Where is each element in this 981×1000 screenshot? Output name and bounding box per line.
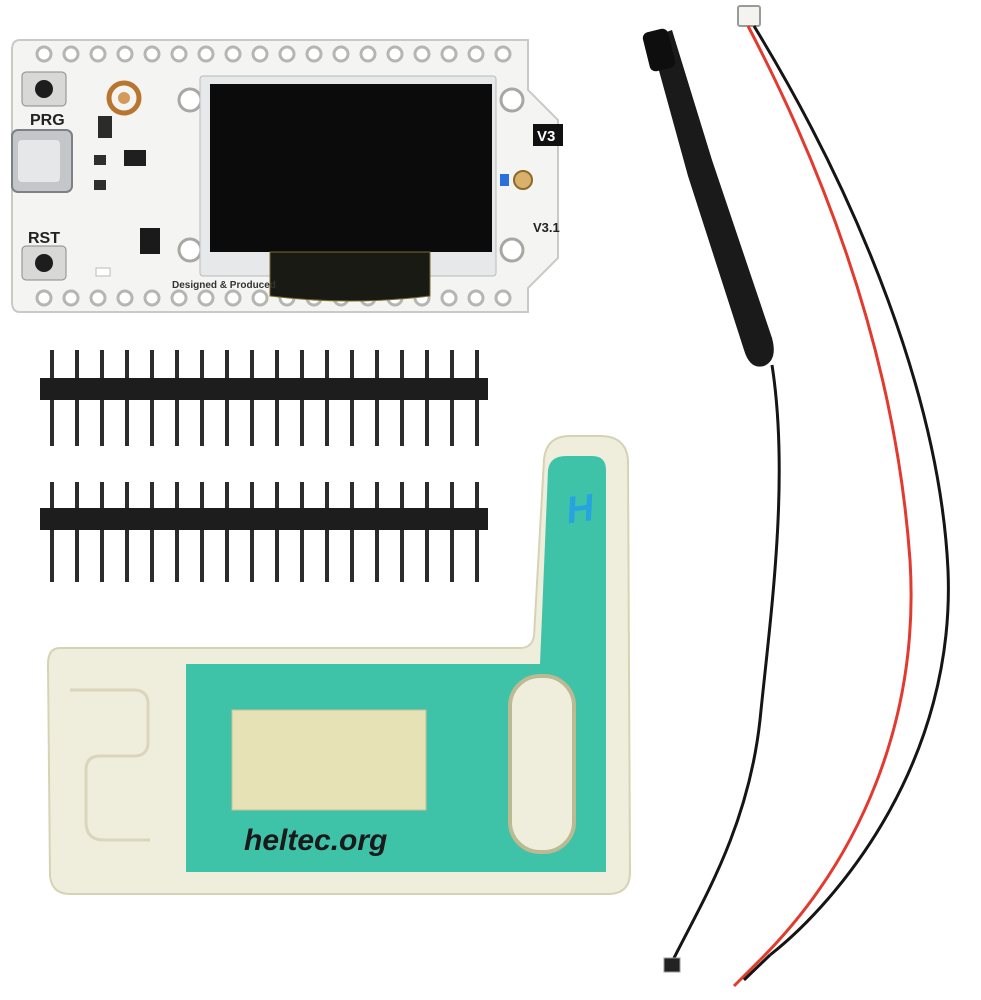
header-pin <box>375 482 379 582</box>
pcb-pin-hole <box>440 289 458 307</box>
header-pin <box>300 482 304 582</box>
pcb-pin-hole <box>251 45 269 63</box>
pcb-pin-hole <box>467 45 485 63</box>
jst-connector-icon <box>737 5 761 27</box>
mount-hole <box>177 237 203 263</box>
pcb-pin-hole <box>143 45 161 63</box>
oled-ribbon <box>269 251 431 302</box>
mount-hole <box>499 237 525 263</box>
header-pins <box>50 482 479 582</box>
header-plastic-bar <box>40 508 488 530</box>
pcb-pin-hole <box>494 45 512 63</box>
battery-lead <box>732 5 950 988</box>
oled-screen <box>210 84 492 252</box>
header-pin <box>75 482 79 582</box>
header-pin <box>475 482 479 582</box>
ufl-connector-icon <box>513 170 533 190</box>
pcb-pin-hole <box>386 45 404 63</box>
red-wire-tip <box>732 958 762 988</box>
pcb-pin-hole <box>224 289 242 307</box>
header-pin <box>175 482 179 582</box>
header-pin <box>450 482 454 582</box>
pcb-pin-hole <box>413 45 431 63</box>
pcb-pin-hole <box>116 289 134 307</box>
pcb-pin-hole <box>440 45 458 63</box>
header-pin <box>225 482 229 582</box>
header-pin <box>150 482 154 582</box>
pcb-pin-hole <box>116 45 134 63</box>
case-brand-text: heltec.org <box>244 824 387 857</box>
lora-dev-board: PRG RST V3 V3.1 Designed <box>11 39 563 313</box>
coil-antenna-icon <box>106 80 142 116</box>
rst-button-cap-icon <box>35 254 53 272</box>
header-pin <box>250 482 254 582</box>
pcb-pin-hole <box>197 45 215 63</box>
pcb-pin-hole <box>62 289 80 307</box>
header-pin <box>125 482 129 582</box>
pcb-pin-hole <box>359 45 377 63</box>
pcb-pin-hole <box>35 45 53 63</box>
ufl-plug-icon <box>663 957 681 973</box>
black-wire-tip <box>742 953 772 982</box>
header-plastic-bar <box>40 378 488 400</box>
header-pin <box>100 482 104 582</box>
pin-header-strip-top <box>40 350 488 446</box>
status-led-icon <box>95 267 111 277</box>
pcb-pin-hole <box>251 289 269 307</box>
antenna-assembly <box>642 28 781 973</box>
header-pin <box>350 482 354 582</box>
mount-hole <box>177 87 203 113</box>
mount-hole <box>499 87 525 113</box>
pcb-pin-hole <box>278 45 296 63</box>
prg-button-cap-icon <box>35 80 53 98</box>
smd-chip <box>94 180 106 190</box>
pcb-pin-hole <box>332 45 350 63</box>
pcb-pin-hole <box>170 289 188 307</box>
pcb-pin-hole <box>224 45 242 63</box>
usb-c-slot <box>18 140 60 182</box>
smd-chip <box>140 228 160 254</box>
header-pin <box>425 482 429 582</box>
pcb-pin-hole <box>62 45 80 63</box>
case-window <box>231 709 427 811</box>
antenna-tip-icon <box>642 28 676 72</box>
rst-label: RST <box>28 230 60 247</box>
smd-chip <box>98 116 112 138</box>
red-wire <box>746 25 913 962</box>
smd-chip <box>94 155 106 165</box>
smd-chip <box>124 150 146 166</box>
version-badge-text: V3 <box>537 128 555 145</box>
prg-label: PRG <box>30 112 65 129</box>
pcb-pin-hole <box>143 289 161 307</box>
header-pin <box>400 482 404 582</box>
header-pin <box>325 482 329 582</box>
credit-text: Designed & Produced <box>172 280 276 291</box>
pcb-pin-hole <box>197 289 215 307</box>
heltec-case: H heltec.org <box>46 435 632 895</box>
pcb-pin-hole <box>89 45 107 63</box>
revision-label: V3.1 <box>533 220 560 235</box>
pcb-pin-hole <box>305 45 323 63</box>
case-latch <box>70 688 150 842</box>
case-slot <box>508 674 576 854</box>
pcb-pin-hole <box>494 289 512 307</box>
header-pin <box>275 482 279 582</box>
antenna-coax-cable <box>670 364 781 963</box>
pcb-pin-hole <box>89 289 107 307</box>
antenna-body <box>650 30 774 367</box>
header-pin <box>50 482 54 582</box>
header-pin <box>200 482 204 582</box>
version-badge <box>533 124 563 146</box>
pcb-pin-hole <box>35 289 53 307</box>
black-wire <box>752 25 950 957</box>
pcb-pin-hole <box>467 289 485 307</box>
pin-header-strip-bottom <box>40 482 488 582</box>
pcb-pin-hole <box>170 45 188 63</box>
